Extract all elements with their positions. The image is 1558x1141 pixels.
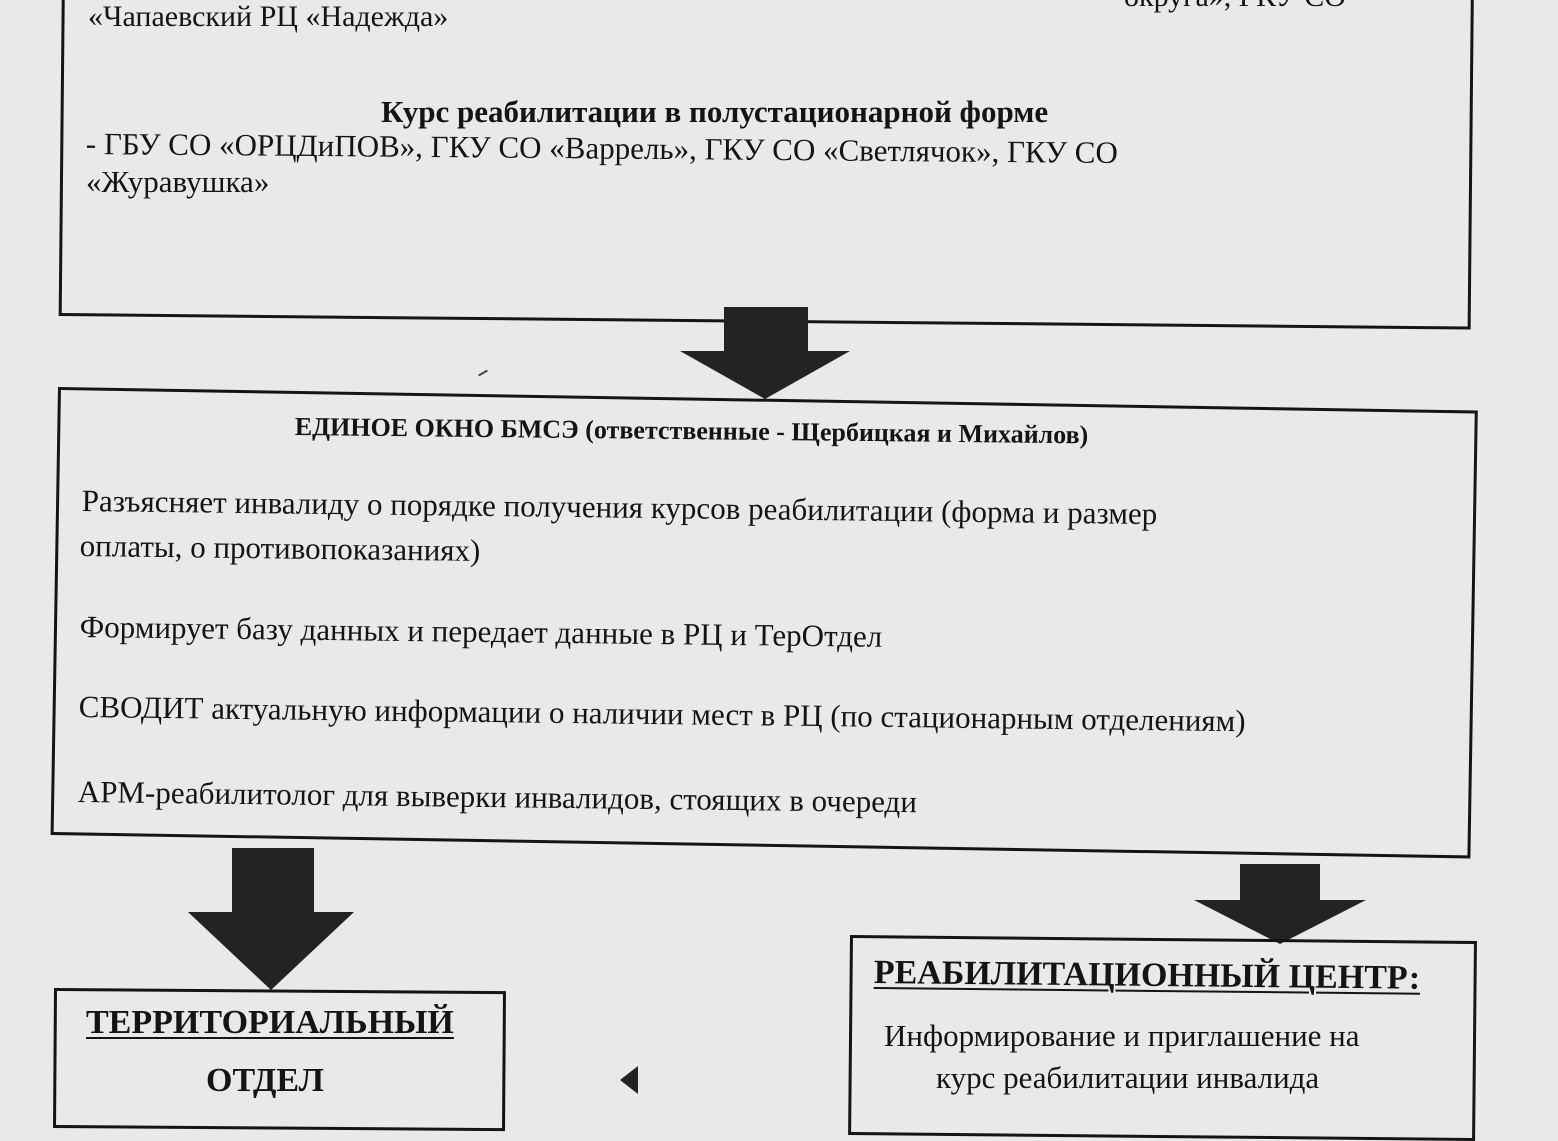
semi-stationary-heading: Курс реабилитации в полустационарной фор… — [381, 94, 1049, 129]
semi-stationary-line-2: «Журавушка» — [86, 164, 270, 199]
stray-pen-mark — [478, 369, 488, 377]
single-window-item-1-line-2: оплаты, о противопоказаниях) — [79, 528, 481, 568]
territorial-title-line-1: ТЕРРИТОРИАЛЬНЫЙ — [86, 1004, 454, 1041]
semi-stationary-line-1: - ГБУ СО «ОРЦДиПОВ», ГКУ СО «Варрель», Г… — [85, 126, 1118, 171]
territorial-title-line-2: ОТДЕЛ — [206, 1062, 324, 1099]
top-box-cut-line: «Чапаевский РЦ «Надежда» — [88, 0, 449, 33]
rehab-center-title: РЕАБИЛИТАЦИОННЫЙ ЦЕНТР: — [873, 954, 1421, 997]
rehab-center-text-line-2: курс реабилитации инвалида — [936, 1060, 1320, 1095]
top-box-cut-line-right: округа», ГКУ СО — [1124, 0, 1346, 12]
down-arrow-icon — [680, 307, 850, 399]
down-arrow-left-icon — [188, 848, 354, 990]
down-arrow-right-icon — [1194, 864, 1366, 944]
rehab-center-text-line-1: Информирование и приглашение на — [884, 1018, 1360, 1053]
left-arrow-icon — [620, 1066, 638, 1094]
